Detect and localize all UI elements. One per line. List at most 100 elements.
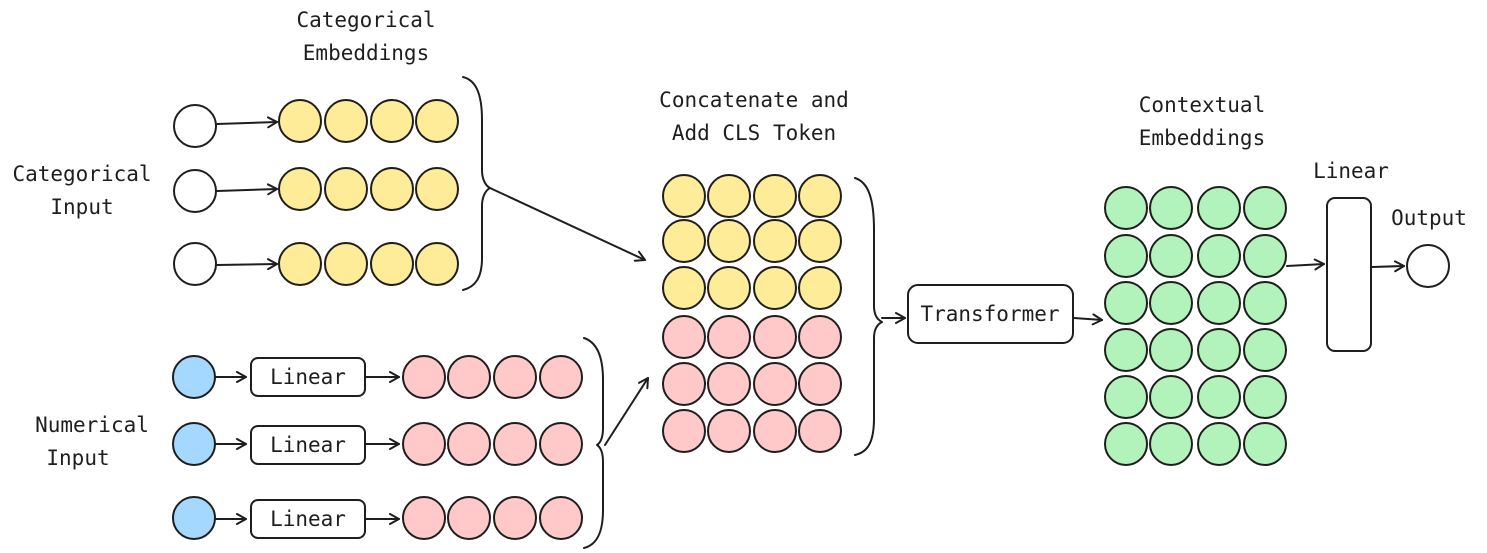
numerical-to-concat-arrow xyxy=(604,377,649,446)
numerical-embedding-r1-c2 xyxy=(447,355,491,399)
concat-embedding-r1-c2 xyxy=(707,174,751,218)
contextual-embedding-r2-c3 xyxy=(1197,234,1241,278)
numerical-linear-label-1: Linear xyxy=(270,365,346,389)
contextual-embedding-r3-c3 xyxy=(1197,281,1241,325)
numerical-linear-label-2: Linear xyxy=(270,433,346,457)
transformer-box xyxy=(907,284,1074,344)
categorical-input-label-line2: Input xyxy=(50,195,113,219)
concatenated-embeddings-grid xyxy=(662,174,842,453)
categorical-embedding-r3-c4 xyxy=(415,242,459,286)
contextual-embedding-r1-c4 xyxy=(1243,186,1287,230)
contextual-embedding-r1-c1 xyxy=(1104,186,1148,230)
contextual-embedding-r5-c2 xyxy=(1149,375,1193,419)
concat-embedding-r1-c1 xyxy=(662,174,706,218)
numerical-embedding-r2-c2 xyxy=(447,422,491,466)
concatenate-label-line1: Concatenate and xyxy=(659,88,849,112)
output-node xyxy=(1406,244,1450,288)
numerical-embedding-r1-c4 xyxy=(539,355,583,399)
categorical-embeddings-brace xyxy=(462,76,491,291)
numerical-input-node-1 xyxy=(172,355,216,399)
concat-embedding-r5-c3 xyxy=(753,362,797,406)
categorical-embedding-r2-c1 xyxy=(278,167,322,211)
numerical-embeddings xyxy=(402,355,583,540)
numerical-embedding-r1-c3 xyxy=(493,355,537,399)
contextual-embedding-r3-c4 xyxy=(1243,281,1287,325)
concat-embedding-r4-c4 xyxy=(798,315,842,359)
categorical-embeddings-label-line1: Categorical xyxy=(296,8,435,32)
concat-embedding-r3-c2 xyxy=(707,266,751,310)
contextual-embedding-r5-c4 xyxy=(1243,375,1287,419)
contextual-embedding-r3-c2 xyxy=(1149,281,1193,325)
concat-embedding-r5-c1 xyxy=(662,362,706,406)
linear-output-layer-box xyxy=(1326,197,1372,352)
concat-embedding-r6-c4 xyxy=(798,409,842,453)
concat-embedding-r1-c4 xyxy=(798,174,842,218)
numerical-embedding-r3-c1 xyxy=(402,496,446,540)
categorical-embedding-r2-c2 xyxy=(324,167,368,211)
categorical-embedding-r1-c3 xyxy=(370,99,414,143)
linear-output-layer-label: Linear xyxy=(1313,159,1389,183)
linear-to-output-arrow xyxy=(1371,260,1405,273)
concat-embedding-r4-c2 xyxy=(707,315,751,359)
concat-embedding-r2-c1 xyxy=(662,219,706,263)
transformer-label: Transformer xyxy=(920,302,1059,326)
categorical-embedding-r1-c4 xyxy=(415,99,459,143)
concat-embedding-r4-c1 xyxy=(662,315,706,359)
categorical-embedding-r3-c3 xyxy=(370,242,414,286)
concat-embedding-r6-c3 xyxy=(753,409,797,453)
contextual-embedding-r2-c1 xyxy=(1104,234,1148,278)
contextual-embeddings-label-line1: Contextual xyxy=(1139,93,1265,117)
numerical-input-label-line1: Numerical xyxy=(35,413,149,437)
numerical-linear-box-2 xyxy=(250,425,366,465)
numerical-embeddings-brace xyxy=(583,337,604,549)
concat-embedding-r5-c4 xyxy=(798,362,842,406)
contextual-to-linear-arrow xyxy=(1286,258,1325,271)
categorical-embedding-r1-c1 xyxy=(278,99,322,143)
categorical-embedding-r1-c2 xyxy=(324,99,368,143)
concat-embedding-r2-c4 xyxy=(798,219,842,263)
contextual-embedding-r4-c3 xyxy=(1197,328,1241,372)
categorical-embedding-r2-c3 xyxy=(370,167,414,211)
contextual-embedding-r5-c1 xyxy=(1104,375,1148,419)
concat-embedding-r1-c3 xyxy=(753,174,797,218)
numerical-embedding-r2-c3 xyxy=(493,422,537,466)
numerical-embedding-r3-c2 xyxy=(447,496,491,540)
numerical-input-node-2 xyxy=(172,422,216,466)
contextual-embedding-r5-c3 xyxy=(1197,375,1241,419)
contextual-embedding-r3-c1 xyxy=(1104,281,1148,325)
concat-embedding-r6-c1 xyxy=(662,409,706,453)
categorical-input-label-line1: Categorical xyxy=(12,162,151,186)
contextual-embedding-r1-c2 xyxy=(1149,186,1193,230)
contextual-embedding-r6-c4 xyxy=(1243,422,1287,466)
contextual-embedding-r1-c3 xyxy=(1197,186,1241,230)
concat-embedding-r5-c2 xyxy=(707,362,751,406)
transformer-to-contextual-arrow xyxy=(1073,313,1103,326)
concat-embedding-r2-c2 xyxy=(707,219,751,263)
numerical-embedding-r2-c1 xyxy=(402,422,446,466)
numerical-linear-label-3: Linear xyxy=(270,507,346,531)
numerical-embedding-r1-c1 xyxy=(402,355,446,399)
contextual-embedding-r2-c2 xyxy=(1149,234,1193,278)
categorical-embeddings-label-line2: Embeddings xyxy=(303,41,429,65)
categorical-input-node-1 xyxy=(173,104,217,148)
concat-embedding-r2-c3 xyxy=(753,219,797,263)
categorical-embedding-r3-c1 xyxy=(278,242,322,286)
contextual-embedding-r6-c1 xyxy=(1104,422,1148,466)
categorical-input-node-3 xyxy=(173,242,217,286)
categorical-input-node-2 xyxy=(173,169,217,213)
concat-embedding-r3-c1 xyxy=(662,266,706,310)
categorical-arrow-1 xyxy=(216,116,278,129)
numerical-embedding-r3-c3 xyxy=(493,496,537,540)
output-label: Output xyxy=(1391,206,1467,230)
contextual-embedding-r4-c1 xyxy=(1104,328,1148,372)
concat-grid-brace xyxy=(854,177,883,456)
concat-embedding-r3-c3 xyxy=(753,266,797,310)
categorical-embedding-r3-c2 xyxy=(324,242,368,286)
contextual-embedding-r2-c4 xyxy=(1243,234,1287,278)
concat-embedding-r3-c4 xyxy=(798,266,842,310)
numerical-embedding-r2-c4 xyxy=(539,422,583,466)
numerical-input-node-3 xyxy=(172,496,216,540)
contextual-embedding-r6-c2 xyxy=(1149,422,1193,466)
